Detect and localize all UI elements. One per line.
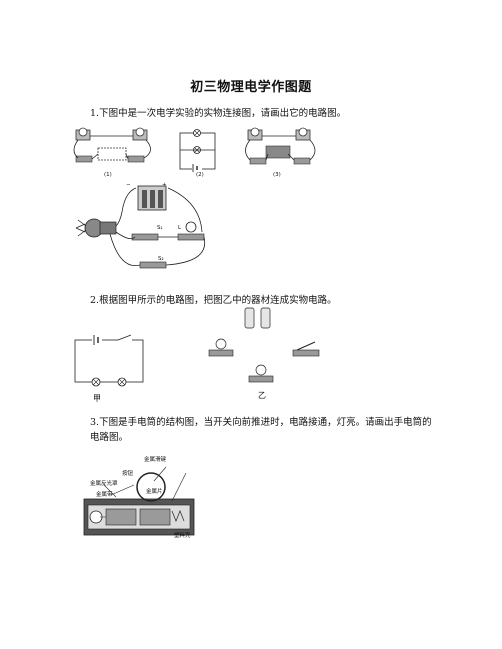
q1-figure-2 — [175, 128, 220, 174]
q1-sub-label-3: (3) — [273, 172, 281, 178]
q2-circuit-diagram — [70, 334, 150, 392]
q1-label-s1: S₁ — [157, 225, 163, 231]
page-title: 初三物理电学作图题 — [190, 80, 312, 95]
q3-label-plastic-shell: 塑料壳 — [174, 533, 191, 539]
question-1-text: 1.下图中是一次电学实验的实物连接图，请画出它的电路图。 — [90, 108, 347, 119]
q3-label-metal-slider: 金属滑键 — [144, 457, 167, 463]
q3-label-metal-strip: 金属带 — [96, 492, 113, 498]
q1-label-s2: S₂ — [158, 256, 164, 262]
q1-figure-4 — [70, 182, 220, 282]
q3-flashlight-diagram — [76, 455, 206, 545]
q1-figure-3 — [238, 126, 323, 176]
question-2-text: 2.根据图甲所示的电路图，把图乙中的器材连成实物电路。 — [90, 295, 337, 306]
q2-label-jia: 甲 — [93, 394, 101, 403]
q3-label-metal-piece: 金属片 — [146, 489, 163, 495]
q1-sub-label-2: (2) — [196, 172, 204, 178]
q2-components — [205, 306, 335, 388]
q2-label-yi: 乙 — [258, 391, 266, 400]
question-3-text: 3.下图是手电筒的结构图，当开关向前推进时，电路接通，灯亮。请画出手电筒的电路图… — [90, 417, 432, 443]
q1-label-plus: + — [162, 182, 167, 188]
q1-label-minus: − — [126, 182, 131, 188]
q1-label-l: L — [178, 225, 182, 231]
q1-figure-1 — [68, 126, 158, 176]
q3-label-reflector: 金属反光罩 — [90, 481, 118, 487]
q3-label-button: 按钮 — [122, 471, 134, 477]
q1-sub-label-1: (1) — [104, 172, 112, 178]
